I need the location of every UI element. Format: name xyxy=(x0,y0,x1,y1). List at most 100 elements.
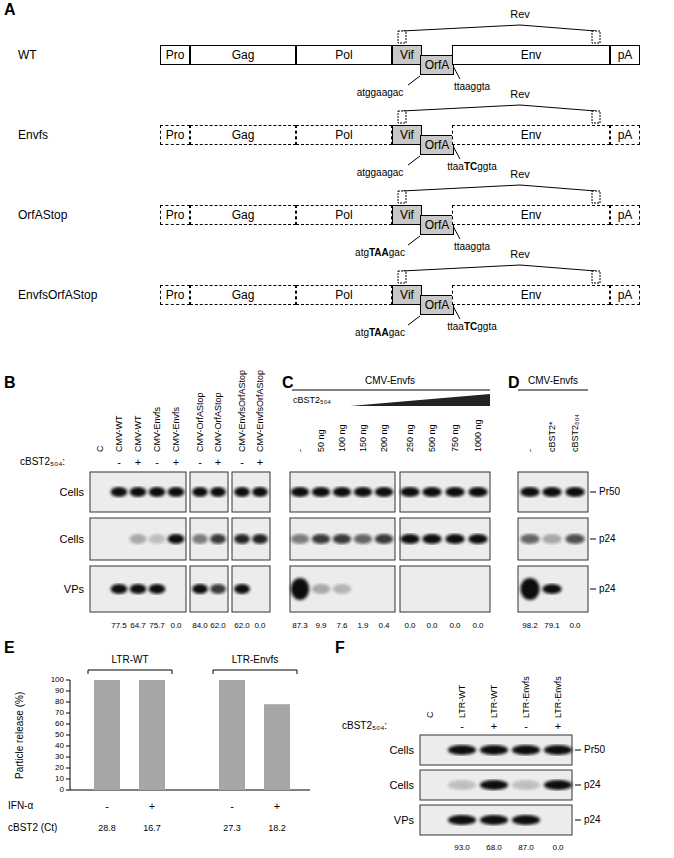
construct-name: CMV-Envfs xyxy=(528,375,578,387)
tick-mark xyxy=(66,724,70,725)
blot-band xyxy=(210,534,226,544)
gene-label: pA xyxy=(618,208,633,222)
tick-mark xyxy=(66,768,70,769)
sign: - xyxy=(524,720,528,732)
release-value: 0.0 xyxy=(404,620,415,632)
sign: - xyxy=(230,800,234,812)
exon-box xyxy=(398,191,406,203)
band-label: p24 xyxy=(599,533,616,545)
blot-band xyxy=(354,534,372,544)
leader-line xyxy=(453,146,460,159)
splice-label: Rev xyxy=(510,168,530,180)
gene-label: OrfA xyxy=(425,138,450,152)
release-value: 62.0 xyxy=(210,620,226,632)
gene-label: Env xyxy=(521,128,542,142)
sign: + xyxy=(135,456,141,468)
group-label: LTR-Envfs xyxy=(232,654,279,666)
sign: - xyxy=(240,456,244,468)
lane-label: 100 ng xyxy=(336,424,348,452)
blot-band xyxy=(130,584,147,594)
band-tick xyxy=(575,820,581,821)
release-value: 0.0 xyxy=(569,620,580,632)
blot-frame xyxy=(232,518,270,560)
sign: - xyxy=(105,800,109,812)
row-label: Cells xyxy=(60,533,84,545)
construct-name: Envfs xyxy=(18,129,48,141)
row-label: Cells xyxy=(390,744,414,756)
sign: - xyxy=(460,720,464,732)
blot-band xyxy=(400,534,419,544)
gene-box: Gag xyxy=(190,285,296,305)
blot-band xyxy=(448,815,476,825)
blot-band xyxy=(252,487,268,497)
splice-label: Rev xyxy=(510,88,530,100)
blot-band xyxy=(312,584,330,594)
splice-line xyxy=(402,25,596,31)
tick-mark xyxy=(66,702,70,703)
gene-label: pA xyxy=(618,288,633,302)
band-tick xyxy=(575,750,581,751)
leader-line xyxy=(408,236,420,245)
sequence-text: atggaagac xyxy=(357,167,404,179)
release-value: 84.0 xyxy=(192,620,208,632)
lane-label: - xyxy=(524,449,536,452)
blot-band xyxy=(512,780,540,790)
splice-label: Rev xyxy=(510,248,530,260)
blot-band xyxy=(192,534,208,544)
dose-label: cBST2₅₀₄ xyxy=(293,394,331,406)
blot-band xyxy=(168,534,185,544)
band-label: Pr50 xyxy=(599,486,620,498)
sign: + xyxy=(215,456,221,468)
row-label: VPs xyxy=(64,583,84,595)
construct-name: EnvfsOrfAStop xyxy=(18,289,97,301)
lane-label: cBST2₅₀₄ xyxy=(569,414,581,452)
exon-box xyxy=(398,271,406,283)
blot-band xyxy=(542,584,561,594)
lane-label: LTR-WT xyxy=(488,685,500,718)
gene-label: Vif xyxy=(400,208,414,222)
sign: - xyxy=(155,456,159,468)
row-label: cBST2 (Ct) xyxy=(8,822,57,834)
blot-band xyxy=(149,584,166,594)
axis-label: Particle release (%) xyxy=(14,691,26,778)
release-value: 62.0 xyxy=(234,620,250,632)
blot-frame xyxy=(400,472,490,512)
tick-label: 50 xyxy=(55,729,64,741)
group-label: LTR-WT xyxy=(111,654,148,666)
group-bracket xyxy=(88,670,172,674)
ct-value: 18.2 xyxy=(268,822,286,834)
gene-box: Gag xyxy=(190,45,296,65)
sequence-text: ttaaggta xyxy=(454,241,490,253)
blot-band xyxy=(149,487,166,497)
release-value: 0.0 xyxy=(170,620,181,632)
gene-label: Pro xyxy=(166,128,185,142)
gene-box: Vif xyxy=(392,205,422,225)
leader-line xyxy=(453,226,460,239)
blot-band xyxy=(234,534,250,544)
lane-label: cBST2* xyxy=(546,421,558,452)
blot-band xyxy=(520,578,539,600)
lane-label: C xyxy=(94,446,106,453)
release-value: 79.1 xyxy=(544,620,560,632)
gene-box: pA xyxy=(610,45,640,65)
release-value: 75.7 xyxy=(149,620,165,632)
blot-band xyxy=(168,487,185,497)
blot-band xyxy=(422,534,441,544)
lane-label: 1000 ng xyxy=(472,419,484,452)
blot-band xyxy=(445,534,464,544)
gene-box: pA xyxy=(610,205,640,225)
blot-frame xyxy=(90,472,186,512)
blot-band xyxy=(130,534,147,544)
blot-band xyxy=(291,534,309,544)
blot-band xyxy=(333,487,351,497)
release-bar xyxy=(219,680,245,790)
blot-frame xyxy=(232,566,270,612)
lane-label: CMV-WT xyxy=(113,416,125,453)
tick-label: 0 xyxy=(60,784,64,796)
sign: + xyxy=(274,800,280,812)
sign: + xyxy=(257,456,263,468)
panel-letter: F xyxy=(335,642,345,654)
lane-label: LTR-WT xyxy=(456,685,468,718)
release-value: 7.6 xyxy=(336,620,347,632)
lane-label: CMV-Envfs xyxy=(170,407,182,452)
